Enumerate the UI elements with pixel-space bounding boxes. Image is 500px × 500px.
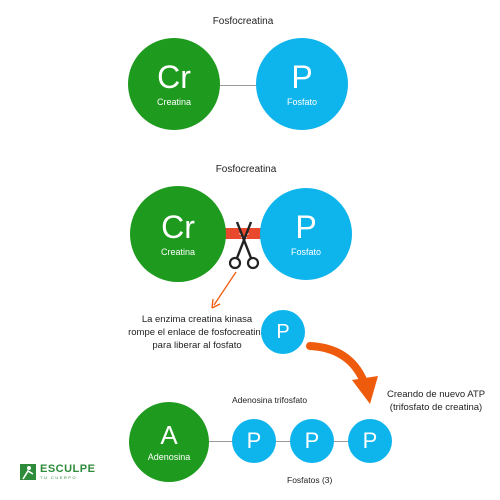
phosphate-circle: P [290,419,334,463]
section3-title: Adenosina trifosfato [232,395,308,405]
phosphate-circle: P Fosfato [260,188,352,280]
creatine-circle: Cr Creatina [128,38,220,130]
bond-line [200,441,372,442]
phosphate-circle: P Fosfato [256,38,348,130]
creatine-symbol: Cr [157,59,191,95]
curved-arrow [306,342,378,404]
section2-title: Fosfocreatina [215,164,277,175]
adenosine-circle: A Adenosina [129,402,209,482]
phosphate-circle: P [232,419,276,463]
section1-title: Fosfocreatina [212,16,274,27]
adenosine-label: Adenosina [147,452,191,462]
phosphate-symbol: P [291,59,313,95]
phosphate-label: Fosfato [290,247,321,257]
atp-callout: Creando de nuevo ATP (trifosfato de crea… [386,389,486,413]
adenosine-symbol: A [160,420,178,450]
pointer-arrow [211,271,237,309]
scissors-icon [228,221,260,270]
phosphate-symbol: P [362,428,378,453]
creatine-label: Creatina [160,247,196,257]
phosphate-symbol: P [304,428,320,453]
free-phosphate-circle: P [261,310,305,354]
enzyme-note: La enzima creatina kinasa rompe el enlac… [128,314,266,351]
phosphate-symbol: P [246,428,262,453]
phosphate-label: Fosfato [286,97,317,107]
phosphate-symbol: P [295,209,317,245]
logo-text: ESCULPE [40,463,96,475]
creatine-symbol: Cr [161,209,195,245]
bond-line [210,85,270,86]
logo: ESCULPE TU CUERPO [19,462,95,482]
free-phosphate-symbol: P [276,320,290,343]
creatine-label: Creatina [156,97,192,107]
logo-tagline: TU CUERPO [40,475,78,480]
phosphates-caption: Fosfatos (3) [287,475,333,485]
logo-icon [20,464,36,480]
creatine-circle: Cr Creatina [130,186,226,282]
phosphate-circle: P [348,419,392,463]
broken-bond [218,228,268,239]
